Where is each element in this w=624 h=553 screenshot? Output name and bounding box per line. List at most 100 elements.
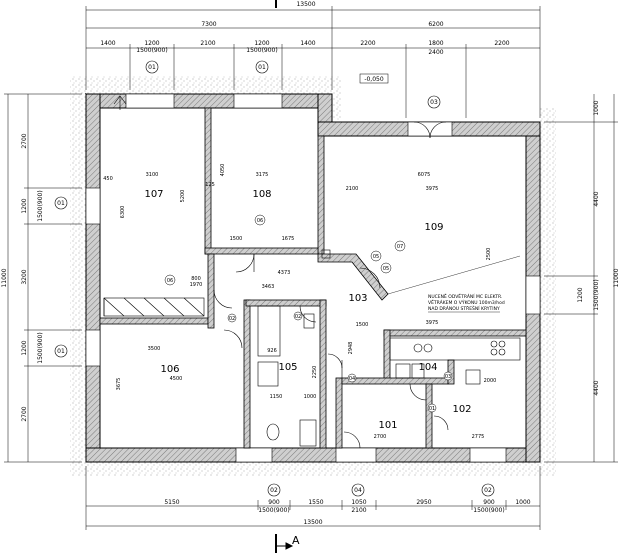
svg-text:900: 900 [268, 499, 280, 506]
svg-text:05: 05 [383, 266, 389, 272]
svg-text:2500: 2500 [486, 248, 492, 261]
room-labels: 107 108 109 103 106 105 104 101 102 [144, 189, 471, 431]
door-tags [164, 214, 453, 413]
svg-text:05: 05 [373, 254, 379, 260]
svg-text:11000: 11000 [613, 268, 620, 287]
svg-text:1000: 1000 [304, 394, 317, 400]
svg-text:2200: 2200 [494, 40, 509, 47]
svg-text:03: 03 [445, 374, 451, 380]
section-line [113, 0, 294, 553]
svg-text:125: 125 [205, 182, 215, 188]
svg-text:1500: 1500 [230, 236, 243, 242]
svg-text:1200: 1200 [144, 40, 159, 47]
svg-text:2200: 2200 [360, 40, 375, 47]
svg-text:06: 06 [167, 278, 173, 284]
svg-text:02: 02 [295, 314, 301, 320]
svg-text:4050: 4050 [220, 164, 226, 177]
svg-text:3500: 3500 [148, 346, 161, 352]
svg-text:03: 03 [430, 99, 438, 106]
svg-text:2948: 2948 [348, 342, 354, 355]
room-105: 105 [278, 362, 297, 373]
svg-text:2950: 2950 [416, 499, 431, 506]
door-swings [213, 121, 449, 449]
svg-text:01: 01 [429, 406, 435, 412]
svg-text:4500: 4500 [170, 376, 183, 382]
room-103: 103 [348, 293, 367, 304]
svg-text:1500(900): 1500(900) [136, 47, 167, 54]
svg-text:3675: 3675 [116, 378, 122, 391]
room-101: 101 [378, 420, 397, 431]
svg-text:2250: 2250 [312, 366, 318, 379]
svg-text:1800: 1800 [428, 40, 443, 47]
svg-text:2700: 2700 [21, 133, 28, 148]
svg-text:01: 01 [258, 64, 266, 71]
svg-text:1400: 1400 [300, 40, 315, 47]
svg-text:02: 02 [229, 316, 235, 322]
svg-text:06: 06 [257, 218, 263, 224]
room-109: 109 [424, 222, 443, 233]
svg-text:04: 04 [349, 376, 355, 382]
svg-text:01: 01 [57, 348, 65, 355]
svg-text:5200: 5200 [180, 190, 186, 203]
ventilation-note: NUCENĚ ODVĚTRÁNÍ MC ELEKTR. VĚTRÁKEM O V… [387, 255, 521, 313]
svg-text:4400: 4400 [593, 191, 600, 206]
svg-text:-0,050: -0,050 [364, 76, 384, 83]
window-tag-texts: 01 01 03 01 01 02 04 02 [57, 64, 492, 494]
svg-text:1970: 1970 [190, 282, 203, 288]
window-openings [85, 93, 541, 463]
svg-text:04: 04 [354, 487, 362, 494]
room-107: 107 [144, 189, 163, 200]
svg-text:1200: 1200 [577, 287, 584, 302]
svg-text:3175: 3175 [256, 172, 269, 178]
svg-text:3975: 3975 [426, 320, 439, 326]
svg-text:11000: 11000 [1, 268, 8, 287]
svg-text:1200: 1200 [254, 40, 269, 47]
svg-text:1050: 1050 [351, 499, 366, 506]
svg-text:1675: 1675 [282, 236, 295, 242]
inner-dimensions: 3100 3175 6075 2100 3975 3975 5200 6300 … [103, 164, 496, 440]
svg-text:2100: 2100 [351, 507, 366, 514]
svg-text:3975: 3975 [426, 186, 439, 192]
svg-text:900: 900 [483, 499, 495, 506]
svg-text:2700: 2700 [374, 434, 387, 440]
svg-text:1200: 1200 [21, 340, 28, 355]
svg-text:2400: 2400 [428, 49, 443, 56]
svg-text:450: 450 [103, 176, 113, 182]
svg-text:1000: 1000 [593, 100, 600, 115]
svg-text:01: 01 [57, 200, 65, 207]
room-102: 102 [452, 404, 471, 415]
svg-text:2775: 2775 [472, 434, 485, 440]
svg-text:07: 07 [397, 244, 403, 250]
svg-text:7300: 7300 [201, 21, 216, 28]
svg-text:1200: 1200 [21, 198, 28, 213]
svg-text:1500(900): 1500(900) [258, 507, 289, 514]
top-dimensions: 7300 6200 1400 1200 1500(900) 2100 1200 … [100, 21, 509, 56]
svg-text:1000: 1000 [515, 499, 530, 506]
left-dimensions: 11000 2700 1200 1500(900) 3200 1200 1500… [1, 133, 44, 421]
svg-text:4373: 4373 [278, 270, 291, 276]
section-letter: A [292, 534, 300, 547]
svg-text:1400: 1400 [100, 40, 115, 47]
svg-text:3100: 3100 [146, 172, 159, 178]
level-tag: -0,050 [359, 73, 389, 84]
svg-text:2100: 2100 [200, 40, 215, 47]
svg-text:1500(900): 1500(900) [473, 507, 504, 514]
bottom-dimensions: 5150 900 1500(900) 1550 1050 2100 2950 9… [164, 499, 530, 526]
svg-text:1150: 1150 [270, 394, 283, 400]
svg-text:1500(900): 1500(900) [37, 332, 44, 363]
svg-text:2100: 2100 [346, 186, 359, 192]
room-104: 104 [418, 362, 437, 373]
svg-text:800: 800 [191, 276, 201, 282]
top-section-value: 13500 [296, 1, 315, 8]
svg-text:VĚTRÁKEM O VÝKONU 100m3/hod: VĚTRÁKEM O VÝKONU 100m3/hod [428, 298, 505, 306]
svg-text:01: 01 [148, 64, 156, 71]
exterior-walls [84, 92, 541, 463]
svg-text:1500: 1500 [356, 322, 369, 328]
right-dimensions: 11000 1000 4400 1200 1500(900) 4400 [577, 100, 620, 395]
svg-text:2700: 2700 [21, 406, 28, 421]
dimension-lines [4, 6, 618, 530]
svg-text:6075: 6075 [418, 172, 431, 178]
door-tag-texts: 06 06 07 05 05 02 02 04 03 01 [167, 218, 451, 412]
fixtures [103, 249, 521, 447]
